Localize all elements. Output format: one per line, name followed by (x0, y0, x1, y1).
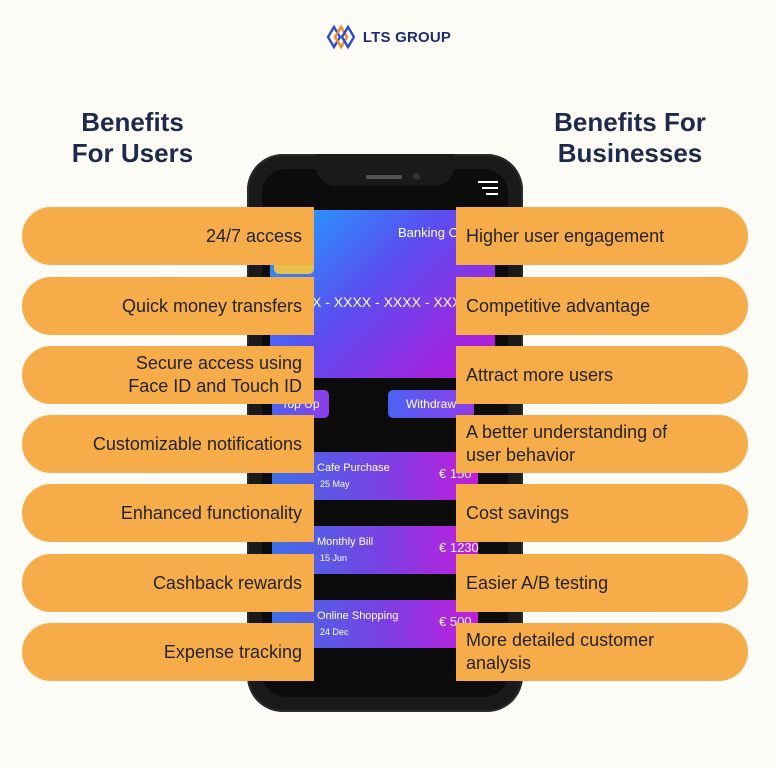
transaction-date: 25 May (320, 479, 350, 489)
transaction-date: 24 Dec (320, 627, 349, 637)
benefit-line: Expense tracking (163, 641, 302, 662)
business-benefit-pill: Easier A/B testing (456, 554, 748, 612)
user-benefit-pill: Customizable notifications (22, 415, 314, 473)
transaction-amount: € 1230 (439, 540, 479, 555)
business-benefit-pill: Competitive advantage (456, 277, 748, 335)
benefit-line: Secure access using (135, 353, 302, 373)
business-benefit-pill: Attract more users (456, 346, 748, 404)
hamburger-menu-icon[interactable] (478, 181, 498, 199)
benefit-line: Face ID and Touch ID (128, 376, 302, 396)
benefit-line: analysis (466, 653, 532, 673)
business-benefit-pill: Higher user engagement (456, 207, 748, 265)
transaction-name: Online Shopping (317, 610, 399, 622)
transaction-date: 15 Jun (320, 553, 348, 563)
business-benefit-pill: A better understanding of user behavior (456, 415, 748, 473)
user-benefit-text: Secure access using Face ID and Touch ID (128, 352, 302, 398)
benefit-line: More detailed customer (466, 630, 655, 650)
business-benefit-text: A better understanding of user behavior (466, 421, 667, 467)
benefit-line: Competitive advantage (466, 295, 651, 316)
phone-notch (316, 154, 454, 186)
benefit-line: 24/7 access (205, 225, 302, 246)
brand-header: LTS GROUP (0, 24, 776, 50)
benefit-line: Higher user engagement (466, 225, 665, 246)
business-benefit-text: Cost savings (466, 502, 569, 525)
heading-users-line2: For Users (71, 138, 194, 168)
brand-name: LTS GROUP (362, 28, 452, 46)
benefit-line: Cost savings (466, 502, 570, 523)
business-benefit-pill: More detailed customer analysis (456, 623, 748, 681)
phone-camera (413, 173, 420, 180)
user-benefit-text: Enhanced functionality (121, 502, 302, 525)
user-benefit-text: Expense tracking (164, 641, 302, 664)
business-benefit-text: More detailed customer analysis (466, 629, 654, 675)
user-benefit-text: Quick money transfers (122, 295, 302, 318)
business-benefit-text: Higher user engagement (466, 225, 664, 248)
benefit-line: Customizable notifications (92, 433, 302, 454)
user-benefit-pill: Quick money transfers (22, 277, 314, 335)
heading-businesses-line1: Benefits For (554, 107, 706, 137)
phone-speaker (366, 175, 402, 179)
user-benefit-pill: Expense tracking (22, 623, 314, 681)
business-benefit-text: Competitive advantage (466, 295, 650, 318)
user-benefit-pill: Secure access using Face ID and Touch ID (22, 346, 314, 404)
user-benefit-text: 24/7 access (206, 225, 302, 248)
heading-benefits-users: Benefits For Users (60, 107, 205, 169)
user-benefit-text: Customizable notifications (93, 433, 302, 456)
user-benefit-pill: 24/7 access (22, 207, 314, 265)
heading-businesses-line2: Businesses (557, 138, 703, 168)
benefit-line: A better understanding of (466, 422, 668, 442)
heading-benefits-businesses: Benefits For Businesses (540, 107, 720, 169)
benefit-line: Quick money transfers (121, 295, 302, 316)
user-benefit-pill: Cashback rewards (22, 554, 314, 612)
user-benefit-text: Cashback rewards (153, 572, 302, 595)
benefit-line: Easier A/B testing (466, 572, 609, 593)
card-title: Banking C (398, 225, 458, 240)
withdraw-button[interactable]: Withdraw (388, 390, 474, 418)
business-benefit-text: Attract more users (466, 364, 613, 387)
card-number: X - XXXX - XXXX - XXX (312, 294, 462, 310)
benefit-line: user behavior (466, 445, 576, 465)
benefit-line: Cashback rewards (152, 572, 302, 593)
transaction-name: Monthly Bill (317, 536, 374, 548)
benefit-line: Attract more users (466, 364, 614, 385)
lts-logo-icon (326, 24, 355, 50)
transaction-name: Cafe Purchase (317, 462, 390, 474)
benefit-line: Enhanced functionality (120, 502, 302, 523)
user-benefit-pill: Enhanced functionality (22, 484, 314, 542)
business-benefit-text: Easier A/B testing (466, 572, 608, 595)
business-benefit-pill: Cost savings (456, 484, 748, 542)
heading-users-line1: Benefits (81, 107, 184, 137)
